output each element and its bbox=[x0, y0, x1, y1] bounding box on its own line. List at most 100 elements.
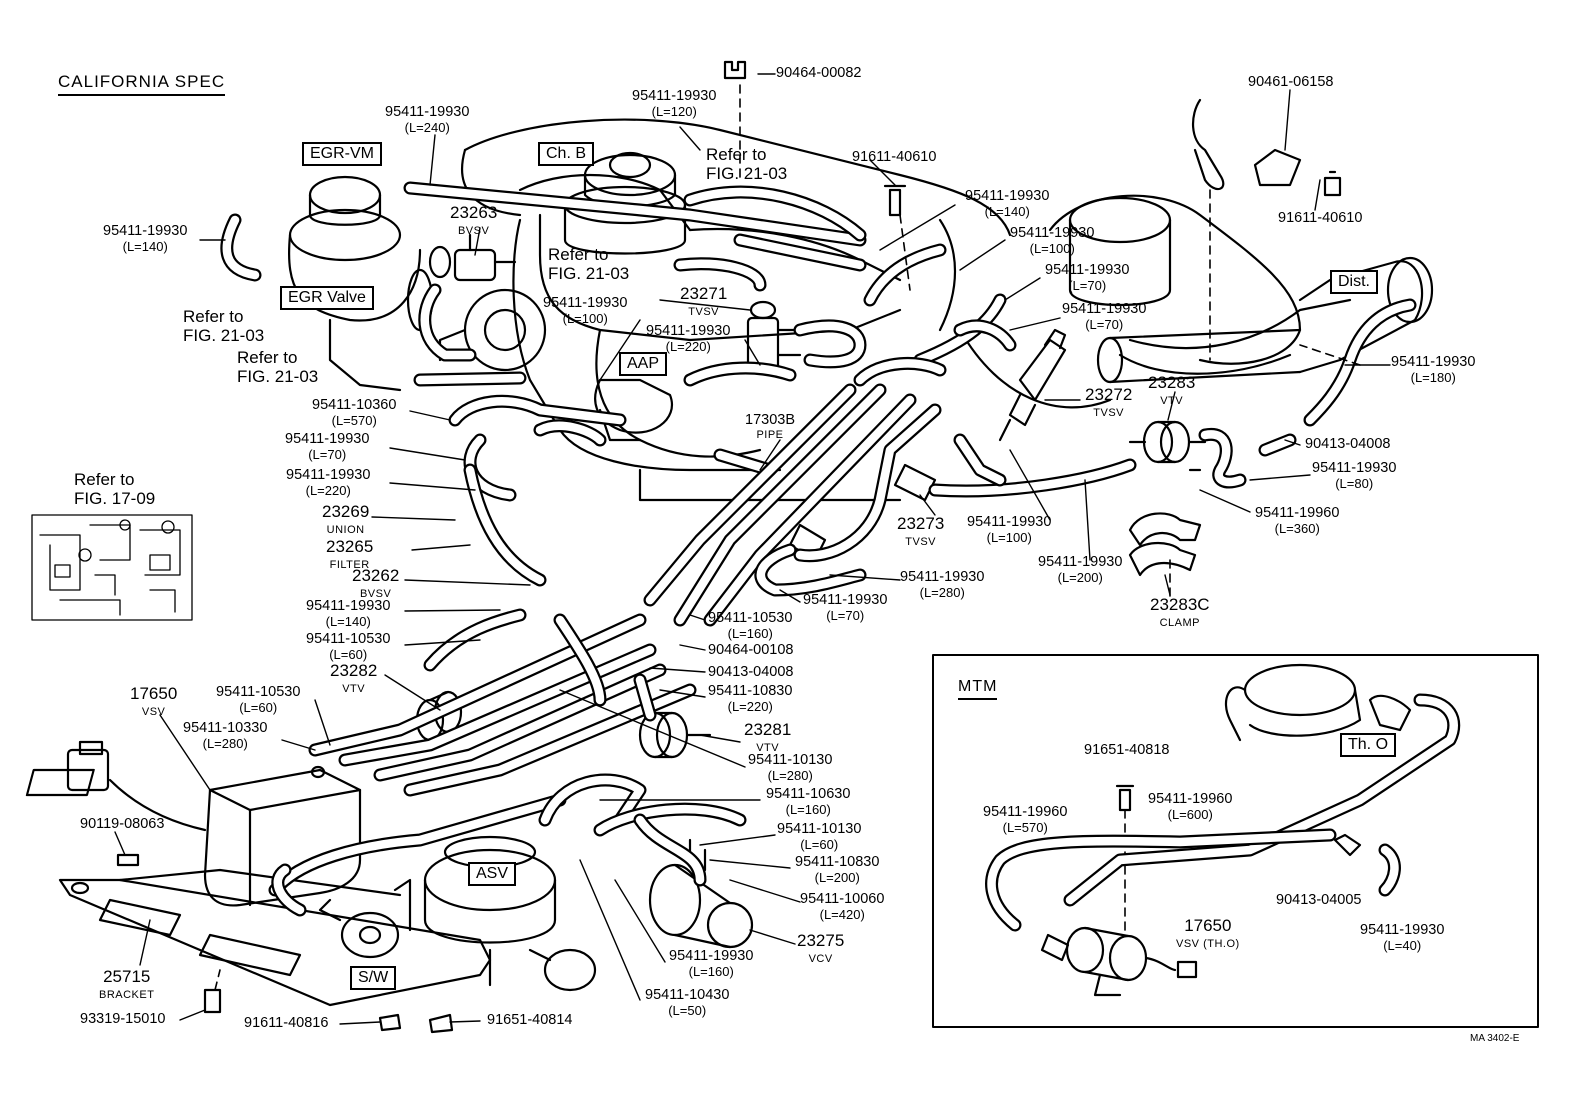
part-callout: 95411-19930(L=70) bbox=[1045, 262, 1130, 294]
part-callout: 95411-19930(L=200) bbox=[1038, 555, 1122, 586]
part-number: 90119-08063 bbox=[80, 816, 165, 832]
vcv-23275 bbox=[648, 838, 754, 949]
part-number: 95411-19930 bbox=[543, 295, 628, 311]
part-callout: 95411-19930(L=180) bbox=[1391, 355, 1475, 386]
part-desc: (L=60) bbox=[800, 837, 839, 852]
part-number: 90461-06158 bbox=[1248, 74, 1334, 90]
part-desc: (L=80) bbox=[1335, 476, 1374, 491]
asv-unit bbox=[423, 835, 597, 992]
part-number: 23282 bbox=[330, 661, 378, 680]
part-number: 95411-19930 bbox=[965, 188, 1050, 204]
part-number: 17303B bbox=[745, 412, 795, 428]
part-number: 23265 bbox=[326, 537, 374, 556]
part-callout: 95411-19930(L=160) bbox=[669, 948, 754, 980]
part-number: 95411-19960 bbox=[983, 804, 1068, 820]
part-number: 95411-19930 bbox=[1062, 301, 1147, 317]
part-callout: 91611-40610 bbox=[852, 150, 936, 165]
part-callout: 95411-19960(L=570) bbox=[983, 804, 1068, 836]
part-callout: 91651-40818 bbox=[1084, 743, 1169, 758]
part-number: 95411-19930 bbox=[900, 569, 985, 585]
ref-text: Refer to bbox=[183, 307, 244, 326]
egr-valve-label: EGR Valve bbox=[280, 286, 374, 310]
part-number: 95411-10630 bbox=[766, 786, 851, 802]
part-desc: (L=420) bbox=[819, 907, 865, 922]
part-number: 95411-19930 bbox=[646, 323, 731, 339]
part-desc: (L=140) bbox=[122, 239, 168, 254]
part-callout: 95411-19930(L=100) bbox=[1010, 226, 1094, 257]
part-number: 95411-19930 bbox=[1045, 262, 1130, 278]
part-desc: (L=70) bbox=[1085, 317, 1124, 332]
part-callout: 95411-10130(L=280) bbox=[748, 753, 832, 784]
part-number: 90413-04005 bbox=[1276, 892, 1362, 908]
part-desc: (L=200) bbox=[1057, 570, 1103, 585]
part-number: 95411-10330 bbox=[183, 720, 268, 736]
part-number: 95411-19930 bbox=[385, 104, 470, 120]
part-number: 23269 bbox=[322, 502, 370, 521]
part-number: 95411-19930 bbox=[1360, 922, 1445, 938]
part-callout: 95411-19930(L=220) bbox=[286, 468, 370, 499]
part-desc: (L=240) bbox=[404, 120, 450, 135]
part-desc: FILTER bbox=[329, 559, 370, 571]
part-desc: (L=160) bbox=[785, 802, 831, 817]
clamp-23283c bbox=[1128, 512, 1202, 577]
part-desc: VTV bbox=[1160, 395, 1184, 407]
part-callout: 95411-19930(L=70) bbox=[803, 593, 887, 624]
part-desc: (L=280) bbox=[767, 768, 813, 783]
part-number: 95411-19930 bbox=[306, 598, 391, 614]
part-desc: (L=70) bbox=[308, 447, 347, 462]
egr-vm-label: EGR-VM bbox=[302, 142, 382, 166]
part-number: 95411-19960 bbox=[1148, 791, 1233, 807]
part-number: 95411-19930 bbox=[285, 431, 370, 447]
part-callout: 90464-00082 bbox=[776, 66, 861, 81]
part-callout: 95411-19930(L=240) bbox=[385, 104, 470, 136]
aap-label: AAP bbox=[619, 352, 668, 376]
part-callout: 95411-19930(L=120) bbox=[632, 89, 716, 120]
part-desc: CLAMP bbox=[1159, 617, 1200, 629]
mtm-inset-title: MTM bbox=[958, 678, 998, 700]
part-desc: (L=280) bbox=[202, 736, 248, 751]
dist-label: Dist. bbox=[1330, 270, 1378, 294]
part-desc: VTV bbox=[342, 683, 366, 695]
part-desc: (L=160) bbox=[727, 626, 773, 641]
part-number: 95411-19960 bbox=[1255, 505, 1340, 521]
part-number: 23281 bbox=[744, 720, 792, 739]
part-number: 90413-04008 bbox=[1305, 436, 1391, 452]
part-callout: 95411-10830(L=220) bbox=[708, 684, 792, 715]
part-number: 23262 bbox=[352, 566, 400, 585]
part-number: 91651-40818 bbox=[1084, 742, 1170, 758]
ref-fig: FIG. 21-03 bbox=[237, 367, 319, 386]
part-callout: 95411-10130(L=60) bbox=[777, 822, 861, 853]
part-desc: (L=220) bbox=[305, 483, 351, 498]
sw-label: S/W bbox=[350, 966, 397, 990]
part-desc: PIPE bbox=[756, 429, 784, 441]
part-number: 95411-19930 bbox=[967, 514, 1052, 530]
part-desc: UNION bbox=[326, 524, 365, 536]
part-number: 23263 bbox=[450, 203, 498, 222]
part-desc: TVSV bbox=[905, 536, 936, 548]
vtv-23281 bbox=[638, 711, 712, 759]
ref-fig: FIG. 17-09 bbox=[74, 489, 156, 508]
part-callout: 91651-40814 bbox=[487, 1013, 572, 1028]
part-callout: 90461-06158 bbox=[1248, 75, 1333, 90]
part-desc: VSV (TH.O) bbox=[1176, 938, 1240, 950]
part-desc: (L=570) bbox=[1002, 820, 1048, 835]
part-callout: 95411-19930(L=70) bbox=[1062, 301, 1147, 333]
part-desc: (L=60) bbox=[239, 700, 278, 715]
part-number: 23273 bbox=[897, 514, 945, 533]
part-desc: (L=50) bbox=[668, 1003, 707, 1018]
part-desc: (L=70) bbox=[826, 608, 865, 623]
part-callout: 95411-10630(L=160) bbox=[766, 786, 851, 818]
part-number: 95411-19930 bbox=[669, 948, 754, 964]
part-callout: 90413-04008 bbox=[708, 665, 793, 680]
part-callout: 90464-00108 bbox=[708, 643, 793, 658]
part-callout: 95411-10060(L=420) bbox=[800, 892, 884, 923]
